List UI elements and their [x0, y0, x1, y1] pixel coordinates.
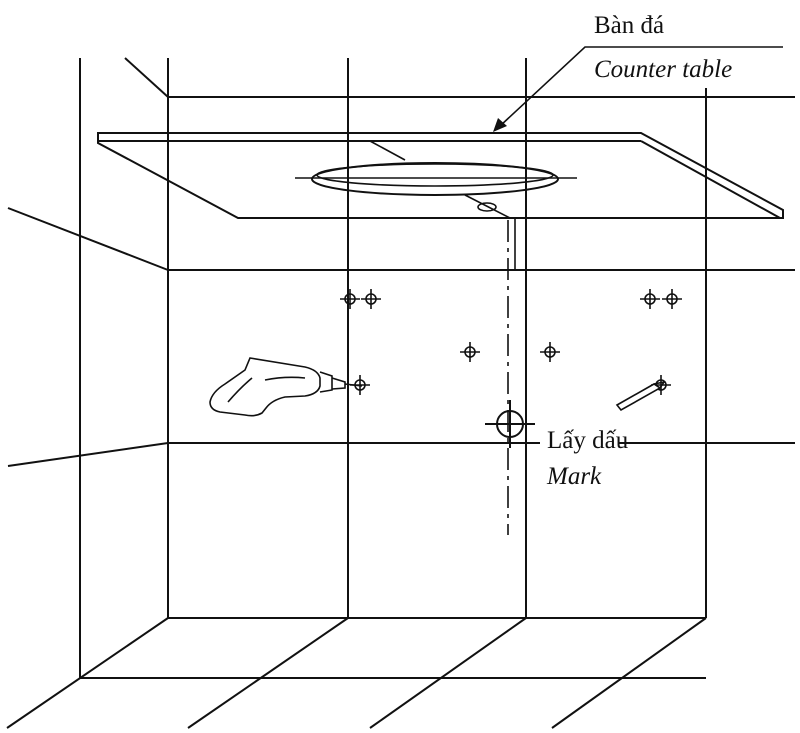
counter-label-vi: Bàn đá	[594, 12, 665, 39]
mark-target	[485, 400, 535, 448]
crosshair-marks	[340, 289, 682, 395]
crosshair-mark	[460, 342, 480, 362]
wall-grid	[7, 57, 795, 678]
counter-table	[97, 132, 784, 219]
floor-lines	[6, 617, 707, 729]
crosshair-mark	[662, 289, 682, 309]
mark-label-vi: Lấy dấu	[547, 427, 629, 454]
counter-leader	[493, 46, 783, 132]
crosshair-mark	[340, 289, 360, 309]
counter-label-en: Counter table	[594, 56, 733, 83]
crosshair-mark	[540, 342, 560, 362]
crosshair-mark	[361, 289, 381, 309]
pencil-icon	[615, 381, 665, 412]
crosshair-mark	[640, 289, 660, 309]
drill-icon	[209, 357, 363, 417]
sink-hole	[311, 162, 559, 196]
faucet-hole	[477, 202, 497, 212]
mark-label-en: Mark	[547, 463, 602, 490]
center-line	[507, 218, 516, 535]
